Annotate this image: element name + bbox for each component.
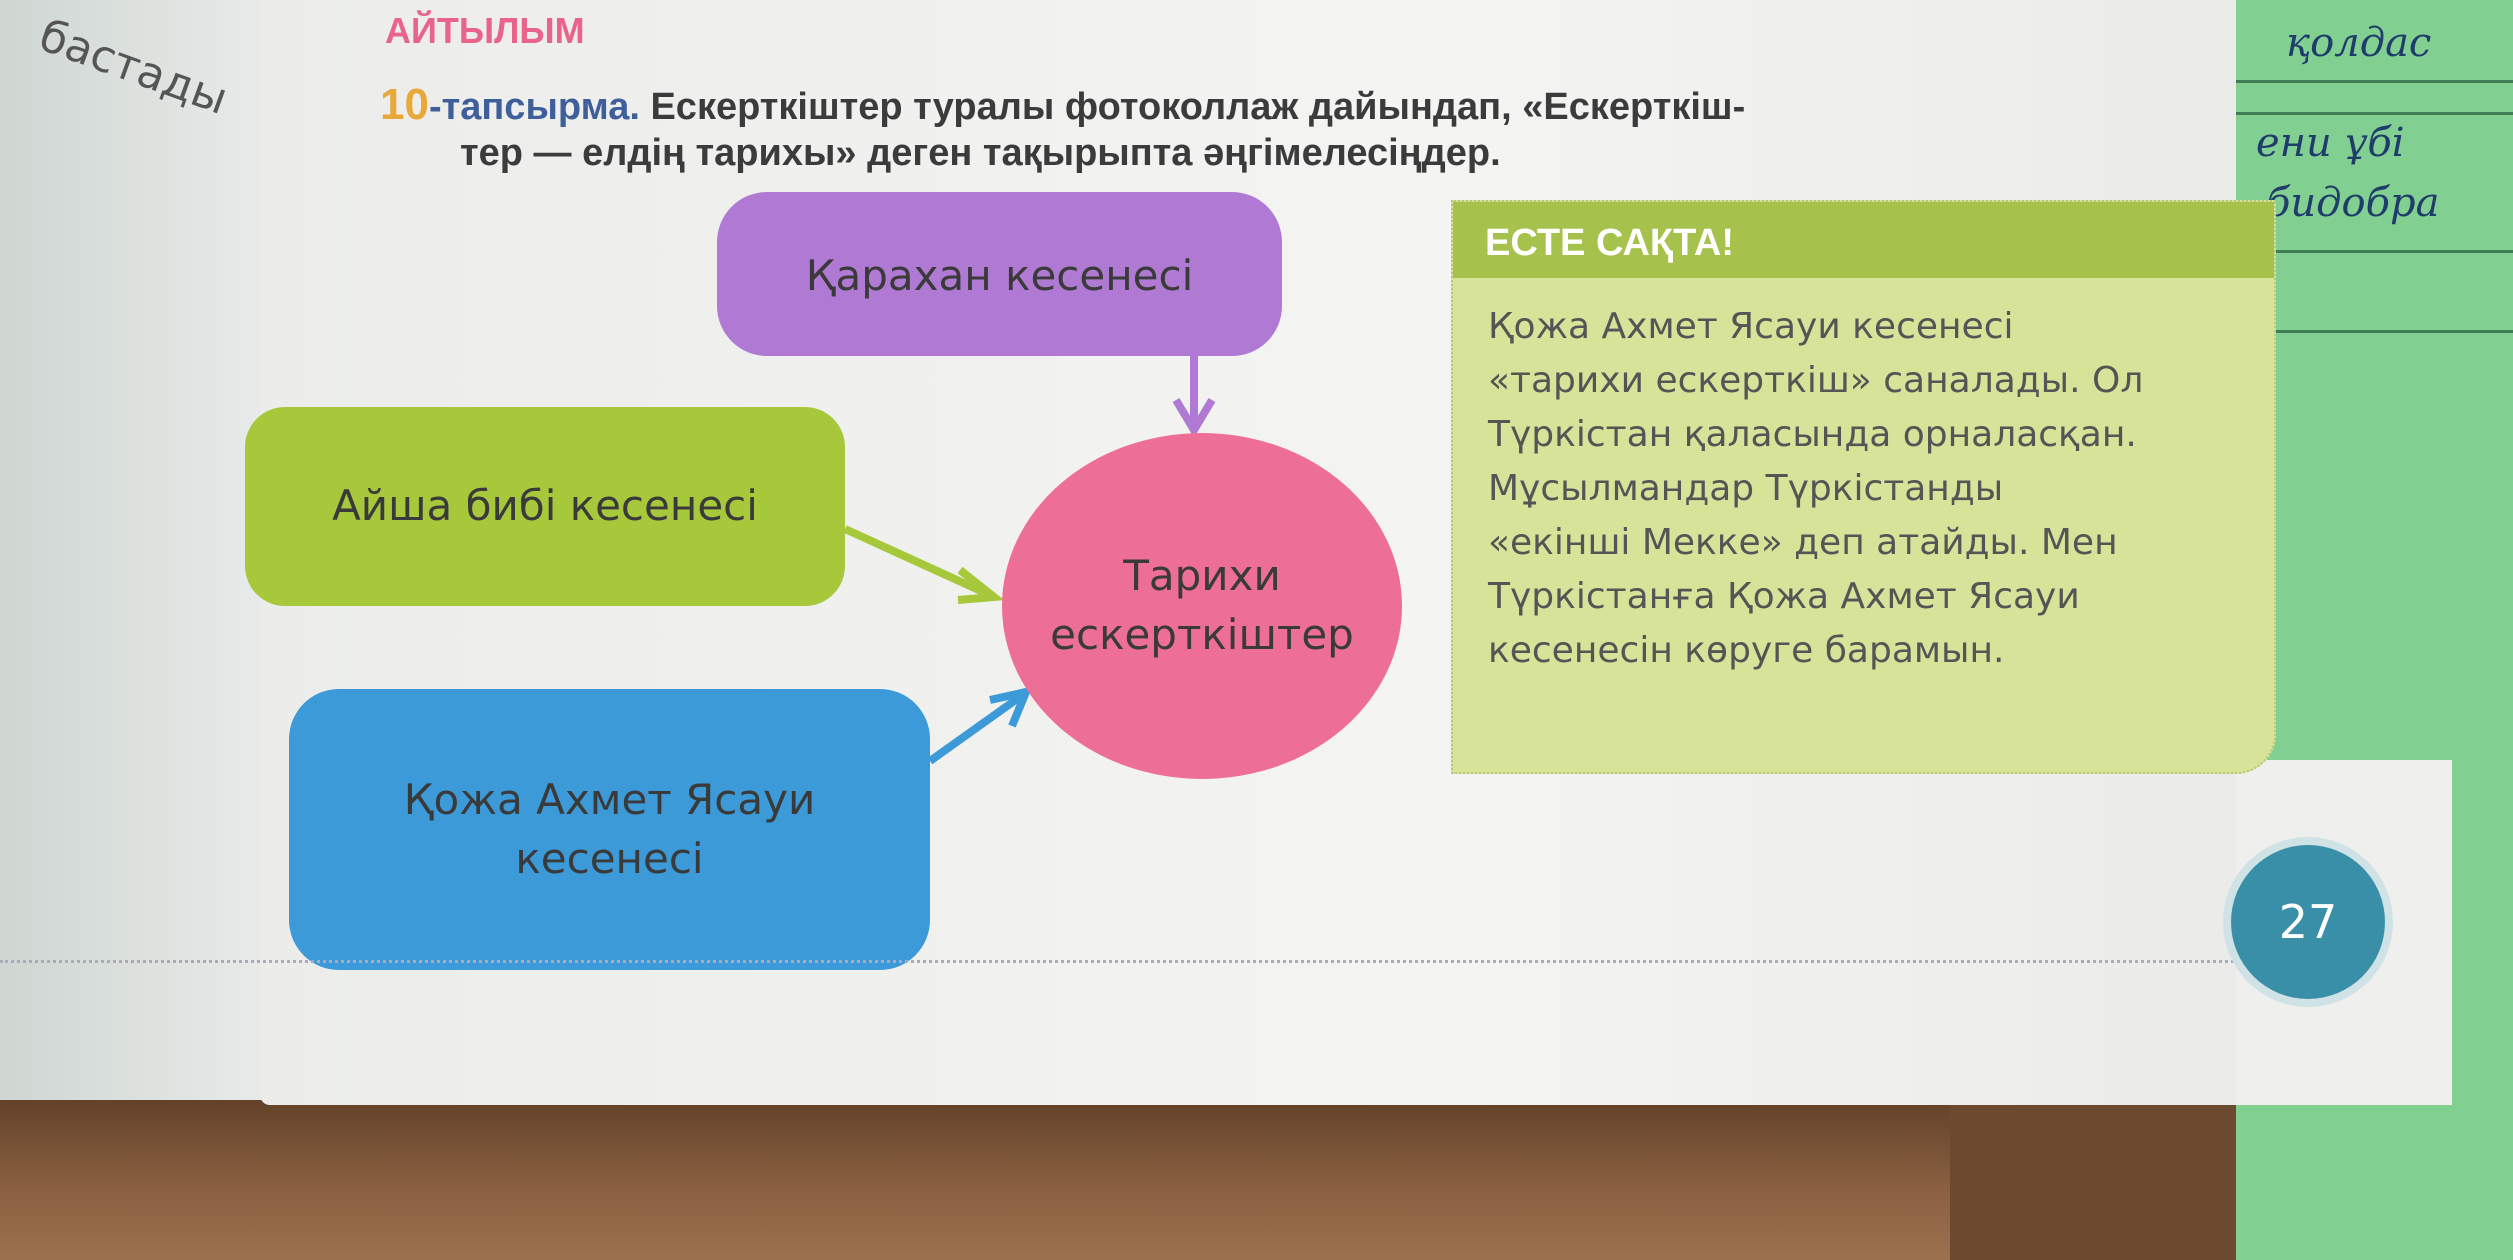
arrow-purple xyxy=(1172,356,1216,438)
remember-line: Мұсылмандар Түркістанды xyxy=(1488,468,2004,509)
remember-line: Қожа Ахмет Ясауи кесенесі xyxy=(1488,306,2014,347)
handwriting: қолдас xyxy=(2286,20,2432,66)
remember-line: «тарихи ескерткіш» саналады. Ол xyxy=(1488,360,2144,401)
node-khoja-ahmed: Қожа Ахмет Ясауи кесенесі xyxy=(289,689,930,970)
section-heading: АЙТЫЛЫМ xyxy=(385,10,585,51)
task-label: -тапсырма. xyxy=(428,86,640,128)
page-number: 27 xyxy=(2231,845,2385,999)
arrow-blue xyxy=(927,686,1033,765)
remember-line: «екінші Мекке» деп атайды. Мен xyxy=(1488,522,2118,563)
task-number: 10 xyxy=(380,80,429,129)
dotted-divider xyxy=(0,960,2240,963)
remember-title: ЕСТЕ САҚТА! xyxy=(1453,202,2274,278)
node-karakhan: Қарахан кесенесі xyxy=(717,192,1282,356)
remember-line: Түркістан қаласында орналасқан. xyxy=(1488,414,2137,455)
center-node: Тарихи ескерткіштер xyxy=(1002,433,1402,779)
remember-line: кесенесін көруге барамын. xyxy=(1488,630,2005,671)
arrow-green xyxy=(843,525,1005,604)
remember-line: Түркістанға Қожа Ахмет Ясауи xyxy=(1488,576,2080,617)
arrows xyxy=(843,356,1216,765)
remember-box: ЕСТЕ САҚТА! Қожа Ахмет Ясауи кесенесі «т… xyxy=(1451,200,2276,774)
node-aisha-bibi: Айша бибі кесенесі xyxy=(245,407,845,606)
wooden-table xyxy=(0,1080,1950,1260)
left-page xyxy=(0,0,280,1100)
task-line-2: тер — елдің тарихы» деген тақырыпта әңгі… xyxy=(460,132,1501,174)
handwriting: бидобра xyxy=(2266,180,2440,226)
handwriting: ени ұбі xyxy=(2256,120,2405,166)
task-text: Ескерткіштер туралы фотоколлаж дайындап,… xyxy=(639,86,1746,128)
task-line-1: 10-тапсырма. Ескерткіштер туралы фотокол… xyxy=(380,80,1745,130)
remember-text: Қожа Ахмет Ясауи кесенесі «тарихи ескерт… xyxy=(1453,278,2274,700)
